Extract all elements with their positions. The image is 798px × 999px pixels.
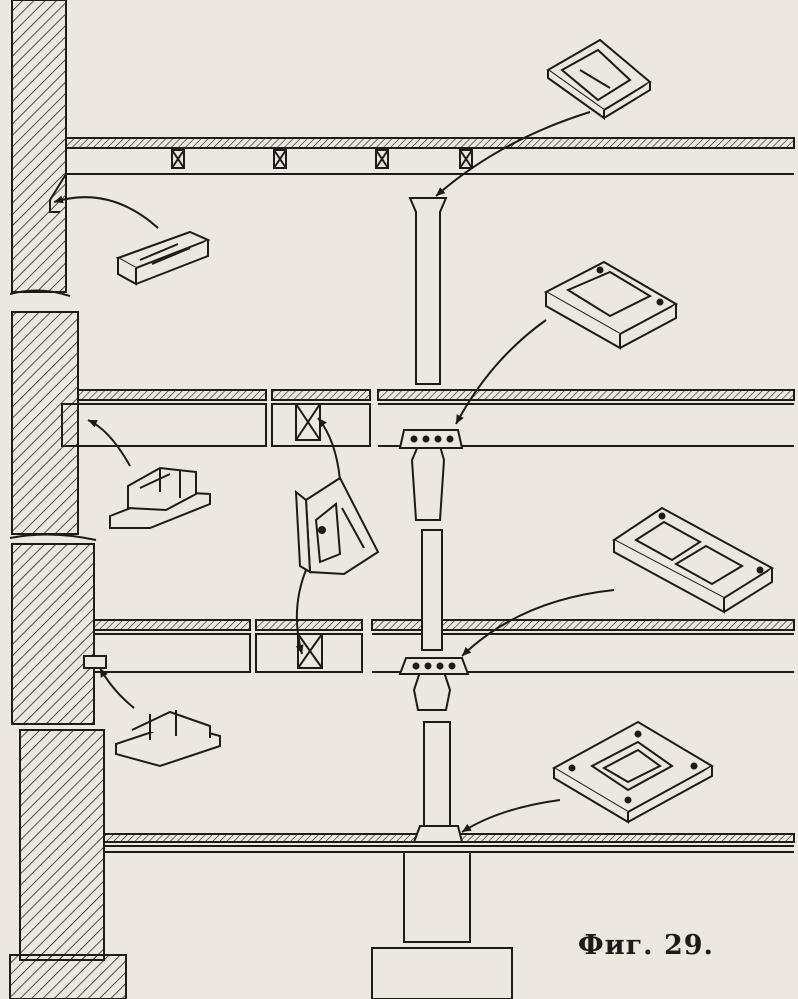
floor-slab-2 [61,389,795,447]
pointer-arrow [461,589,615,657]
floor-joists-1 [171,149,473,169]
floor-slab-1 [49,137,795,213]
pointer-arrow [87,419,131,467]
beam-seat-detail [543,260,679,350]
wall-bracket-detail-1 [115,230,211,286]
wall-bracket-detail-3 [83,655,221,768]
wall-bracket-detail-2 [109,466,211,529]
column-cap-casting-detail [612,506,774,614]
cast-iron-column [371,197,513,999]
floor-slab-3 [93,619,795,673]
pointer-arrow [435,111,591,197]
pointer-arrow [53,195,159,229]
joist-hanger-detail [294,476,380,576]
column-cap-upper [398,429,464,449]
masonry-wall [9,0,127,999]
pointer-arrow [461,799,561,833]
pointer-arrow [295,569,307,655]
pointer-arrow [99,667,135,709]
figure-caption: Фиг. 29. [578,930,714,961]
column-cap-lower [398,657,470,675]
column-base-plate-detail [551,720,715,824]
pointer-arrow [455,319,547,425]
pointer-arrow [317,417,341,481]
column-head-casting-detail [546,38,652,120]
